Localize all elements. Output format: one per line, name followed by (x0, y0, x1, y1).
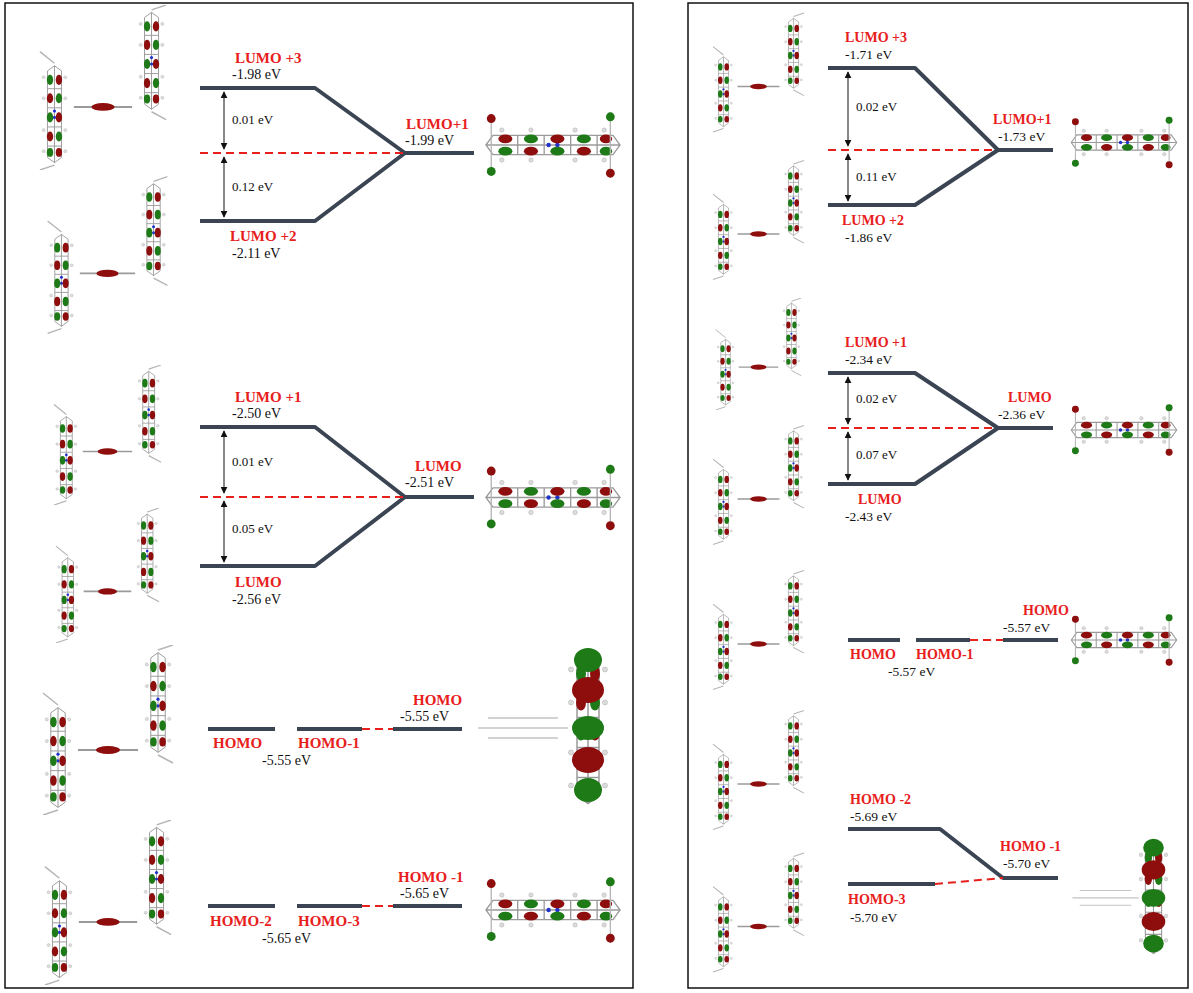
gap-value: 0.01 eV (232, 113, 273, 128)
orbital-name: HOMO-3 (848, 892, 906, 908)
energy-value: -5.55 eV (400, 709, 449, 725)
energy-value: -2.43 eV (845, 509, 892, 525)
orbital-name: LUMO +1 (845, 335, 907, 351)
orbital-name: LUMO (235, 574, 282, 591)
orbital-name: LUMO +2 (230, 228, 296, 245)
orbital-name: LUMO+1 (406, 116, 469, 133)
energy-value: -1.98 eV (232, 67, 281, 83)
orbital-name: HOMO -1 (398, 869, 463, 886)
energy-value: -5.70 eV (850, 910, 897, 926)
energy-value: -2.50 eV (232, 406, 281, 422)
orbital-name: LUMO (858, 492, 902, 508)
orbital-name: LUMO +1 (235, 389, 301, 406)
orbital-name: HOMO-3 (298, 913, 360, 930)
orbital-name: HOMO (213, 735, 262, 752)
orbital-name: HOMO-1 (916, 647, 974, 663)
orbital-pictures (40, 5, 620, 985)
orbital-name: HOMO (1023, 603, 1069, 619)
gap-value: 0.01 eV (232, 455, 273, 470)
orbital-name: HOMO -2 (850, 792, 911, 808)
orbital-pictures (713, 13, 1177, 972)
orbital-name: LUMO +3 (235, 50, 301, 67)
energy-value: -2.56 eV (232, 592, 281, 608)
orbital-name: LUMO (1008, 390, 1052, 406)
orbital-name: HOMO (413, 692, 462, 709)
gap-arrow (224, 72, 848, 562)
energy-value: -1.71 eV (845, 47, 892, 63)
orbital-name: HOMO-2 (210, 913, 272, 930)
gap-value: 0.02 eV (856, 100, 897, 115)
orbital-name: HOMO-1 (298, 735, 360, 752)
orbital-name: HOMO -1 (1000, 839, 1061, 855)
energy-value: -2.34 eV (845, 352, 892, 368)
energy-value: -2.11 eV (232, 246, 280, 262)
energy-value: -2.36 eV (998, 407, 1045, 423)
orbital-name: HOMO (850, 647, 896, 663)
energy-value: -2.51 eV (405, 475, 454, 491)
energy-value: -1.86 eV (845, 230, 892, 246)
energy-value: -5.57 eV (888, 664, 935, 680)
orbital-name: LUMO+1 (993, 112, 1052, 128)
gap-value: 0.12 eV (232, 180, 273, 195)
orbital-name: LUMO (415, 458, 462, 475)
energy-value: -5.70 eV (1003, 856, 1050, 872)
energy-value: -5.65 eV (400, 886, 449, 902)
reference-dash (200, 150, 1003, 906)
energy-value: -5.65 eV (262, 931, 311, 947)
gap-value: 0.05 eV (232, 522, 273, 537)
energy-value: -5.69 eV (850, 809, 897, 825)
gap-value: 0.02 eV (856, 392, 897, 407)
energy-value: -1.99 eV (405, 133, 454, 149)
panel-frame (5, 3, 1188, 988)
orbital-name: LUMO +2 (842, 213, 904, 229)
orbital-name: LUMO +3 (845, 30, 907, 46)
energy-value: -5.57 eV (1003, 620, 1050, 636)
energy-value: -1.73 eV (998, 129, 1045, 145)
gap-value: 0.11 eV (856, 170, 897, 185)
gap-value: 0.07 eV (856, 448, 897, 463)
energy-value: -5.55 eV (262, 753, 311, 769)
energy-level (200, 68, 1058, 906)
